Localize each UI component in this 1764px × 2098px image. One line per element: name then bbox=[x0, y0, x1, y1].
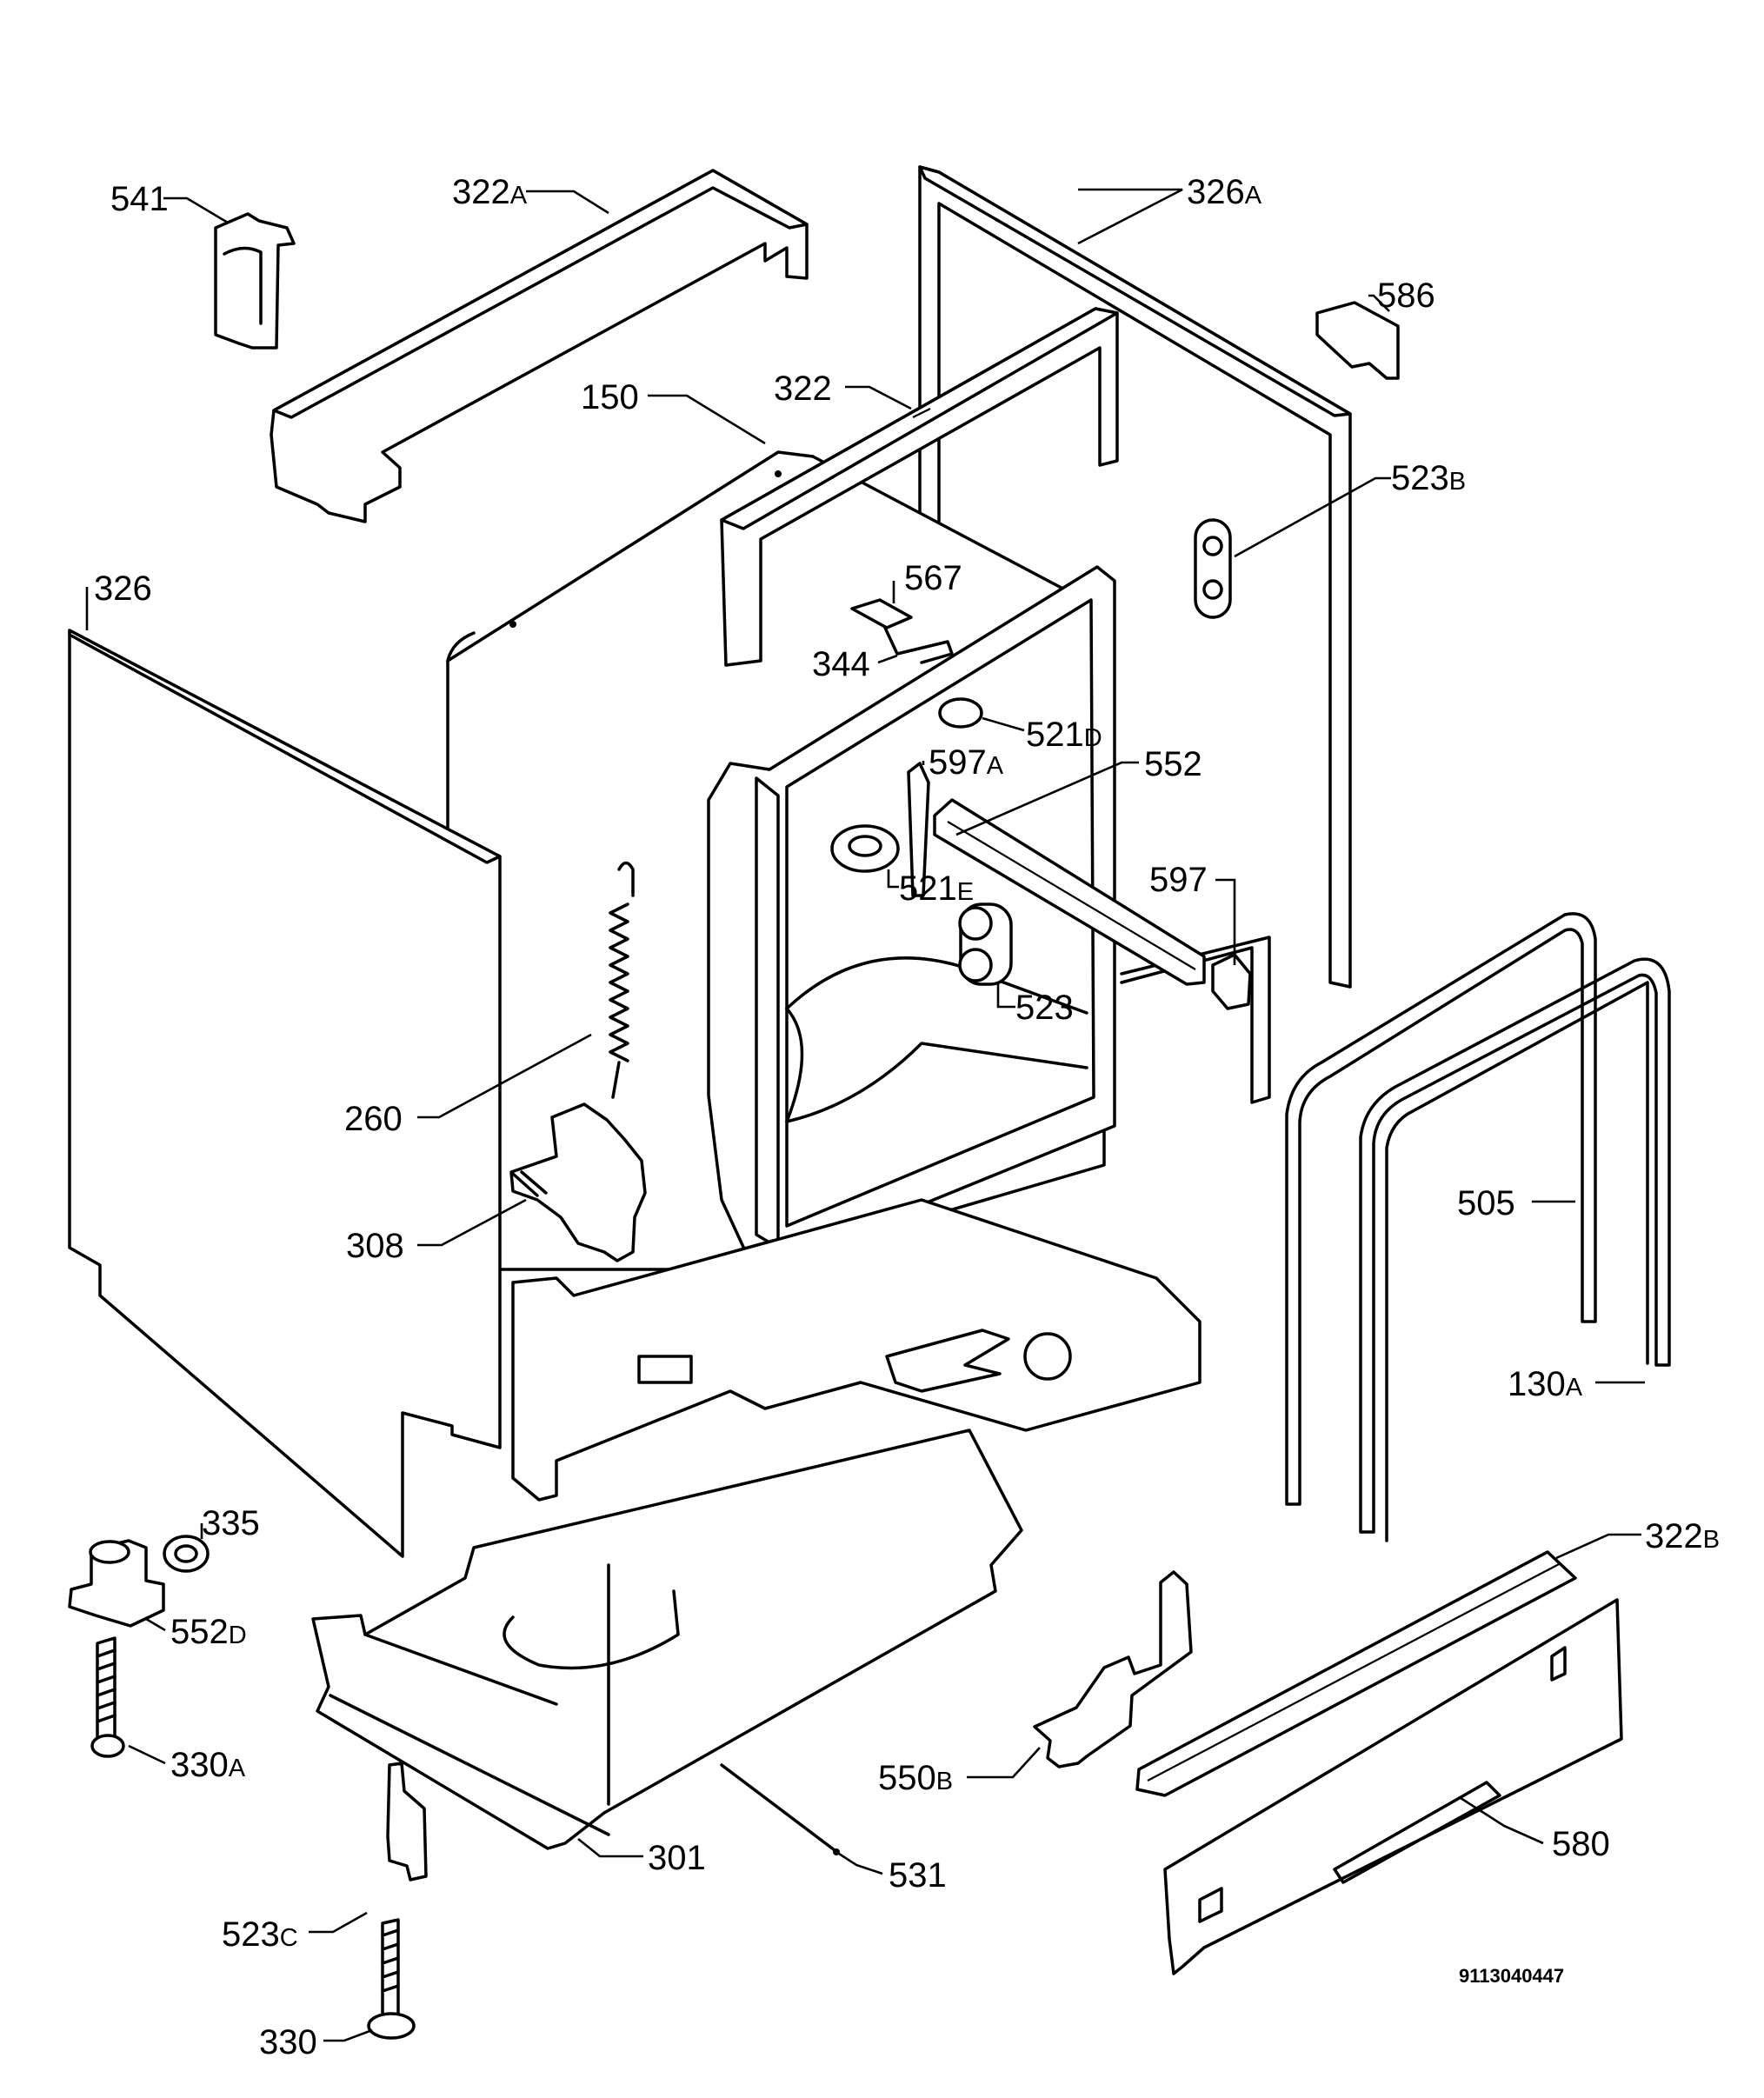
clip-541 bbox=[214, 212, 296, 350]
label-330a: 330A bbox=[170, 1746, 246, 1784]
side-panel-326 bbox=[68, 629, 502, 1558]
top-bracket-322a bbox=[270, 169, 809, 523]
bracket-586 bbox=[1315, 301, 1400, 380]
rail-552 bbox=[933, 798, 1206, 986]
label-326: 326 bbox=[94, 569, 152, 608]
label-586: 586 bbox=[1377, 276, 1435, 315]
label-552d: 552D bbox=[170, 1613, 247, 1651]
gear-335 bbox=[163, 1535, 210, 1573]
label-308: 308 bbox=[346, 1227, 404, 1265]
label-301: 301 bbox=[648, 1839, 706, 1877]
base-frame bbox=[511, 1198, 1202, 1502]
label-521e: 521E bbox=[899, 869, 974, 908]
seal-130a bbox=[1359, 957, 1671, 1542]
bracket-550b bbox=[1033, 1570, 1193, 1768]
label-531: 531 bbox=[889, 1856, 947, 1895]
clip-597a bbox=[907, 762, 930, 897]
clip-597 bbox=[1211, 953, 1252, 1010]
label-330: 330 bbox=[259, 2023, 317, 2061]
label-505: 505 bbox=[1457, 1184, 1515, 1222]
label-541: 541 bbox=[110, 180, 169, 218]
label-580: 580 bbox=[1552, 1825, 1610, 1863]
screw-330 bbox=[367, 1918, 416, 2040]
seal-505 bbox=[1285, 912, 1597, 1506]
ring-521e bbox=[830, 824, 900, 873]
leader-lines bbox=[85, 188, 1645, 2042]
base-tray-301 bbox=[311, 1429, 1023, 1850]
rod-531 bbox=[720, 1763, 840, 1855]
label-567: 567 bbox=[904, 559, 962, 597]
label-552: 552 bbox=[1144, 745, 1202, 783]
screw-330a bbox=[90, 1636, 125, 1758]
cap-521d bbox=[938, 697, 983, 729]
label-335: 335 bbox=[202, 1504, 260, 1542]
part-labels: 541 322A 326A 586 150 322 523B 326 567 3… bbox=[94, 173, 1720, 2061]
grommet-523b bbox=[1194, 518, 1232, 619]
diagram-code: 9113040447 bbox=[1459, 1965, 1564, 1987]
plinth-580 bbox=[1163, 1598, 1623, 1975]
label-550b: 550B bbox=[878, 1759, 953, 1797]
label-597: 597 bbox=[1149, 861, 1208, 899]
rail-322b bbox=[1135, 1550, 1577, 1797]
label-150: 150 bbox=[581, 378, 639, 416]
bracket-523c bbox=[386, 1762, 428, 1882]
label-322a: 322A bbox=[452, 173, 528, 211]
label-326a: 326A bbox=[1187, 173, 1262, 211]
valve-552d bbox=[68, 1539, 165, 1628]
clip-567-344 bbox=[850, 598, 954, 664]
label-344: 344 bbox=[812, 645, 870, 683]
label-260: 260 bbox=[344, 1100, 403, 1138]
label-322b: 322B bbox=[1645, 1517, 1720, 1555]
hinge-308 bbox=[509, 1102, 647, 1262]
label-130a: 130A bbox=[1508, 1365, 1583, 1403]
label-523: 523 bbox=[1015, 989, 1074, 1027]
frame-bracket-322 bbox=[720, 307, 1119, 667]
spring-260 bbox=[609, 861, 635, 1099]
label-523c: 523C bbox=[222, 1915, 298, 1954]
label-322: 322 bbox=[774, 370, 832, 408]
label-597a: 597A bbox=[929, 743, 1004, 782]
grommet-523 bbox=[958, 902, 1013, 986]
label-523b: 523B bbox=[1391, 459, 1466, 497]
label-521d: 521D bbox=[1026, 716, 1102, 754]
